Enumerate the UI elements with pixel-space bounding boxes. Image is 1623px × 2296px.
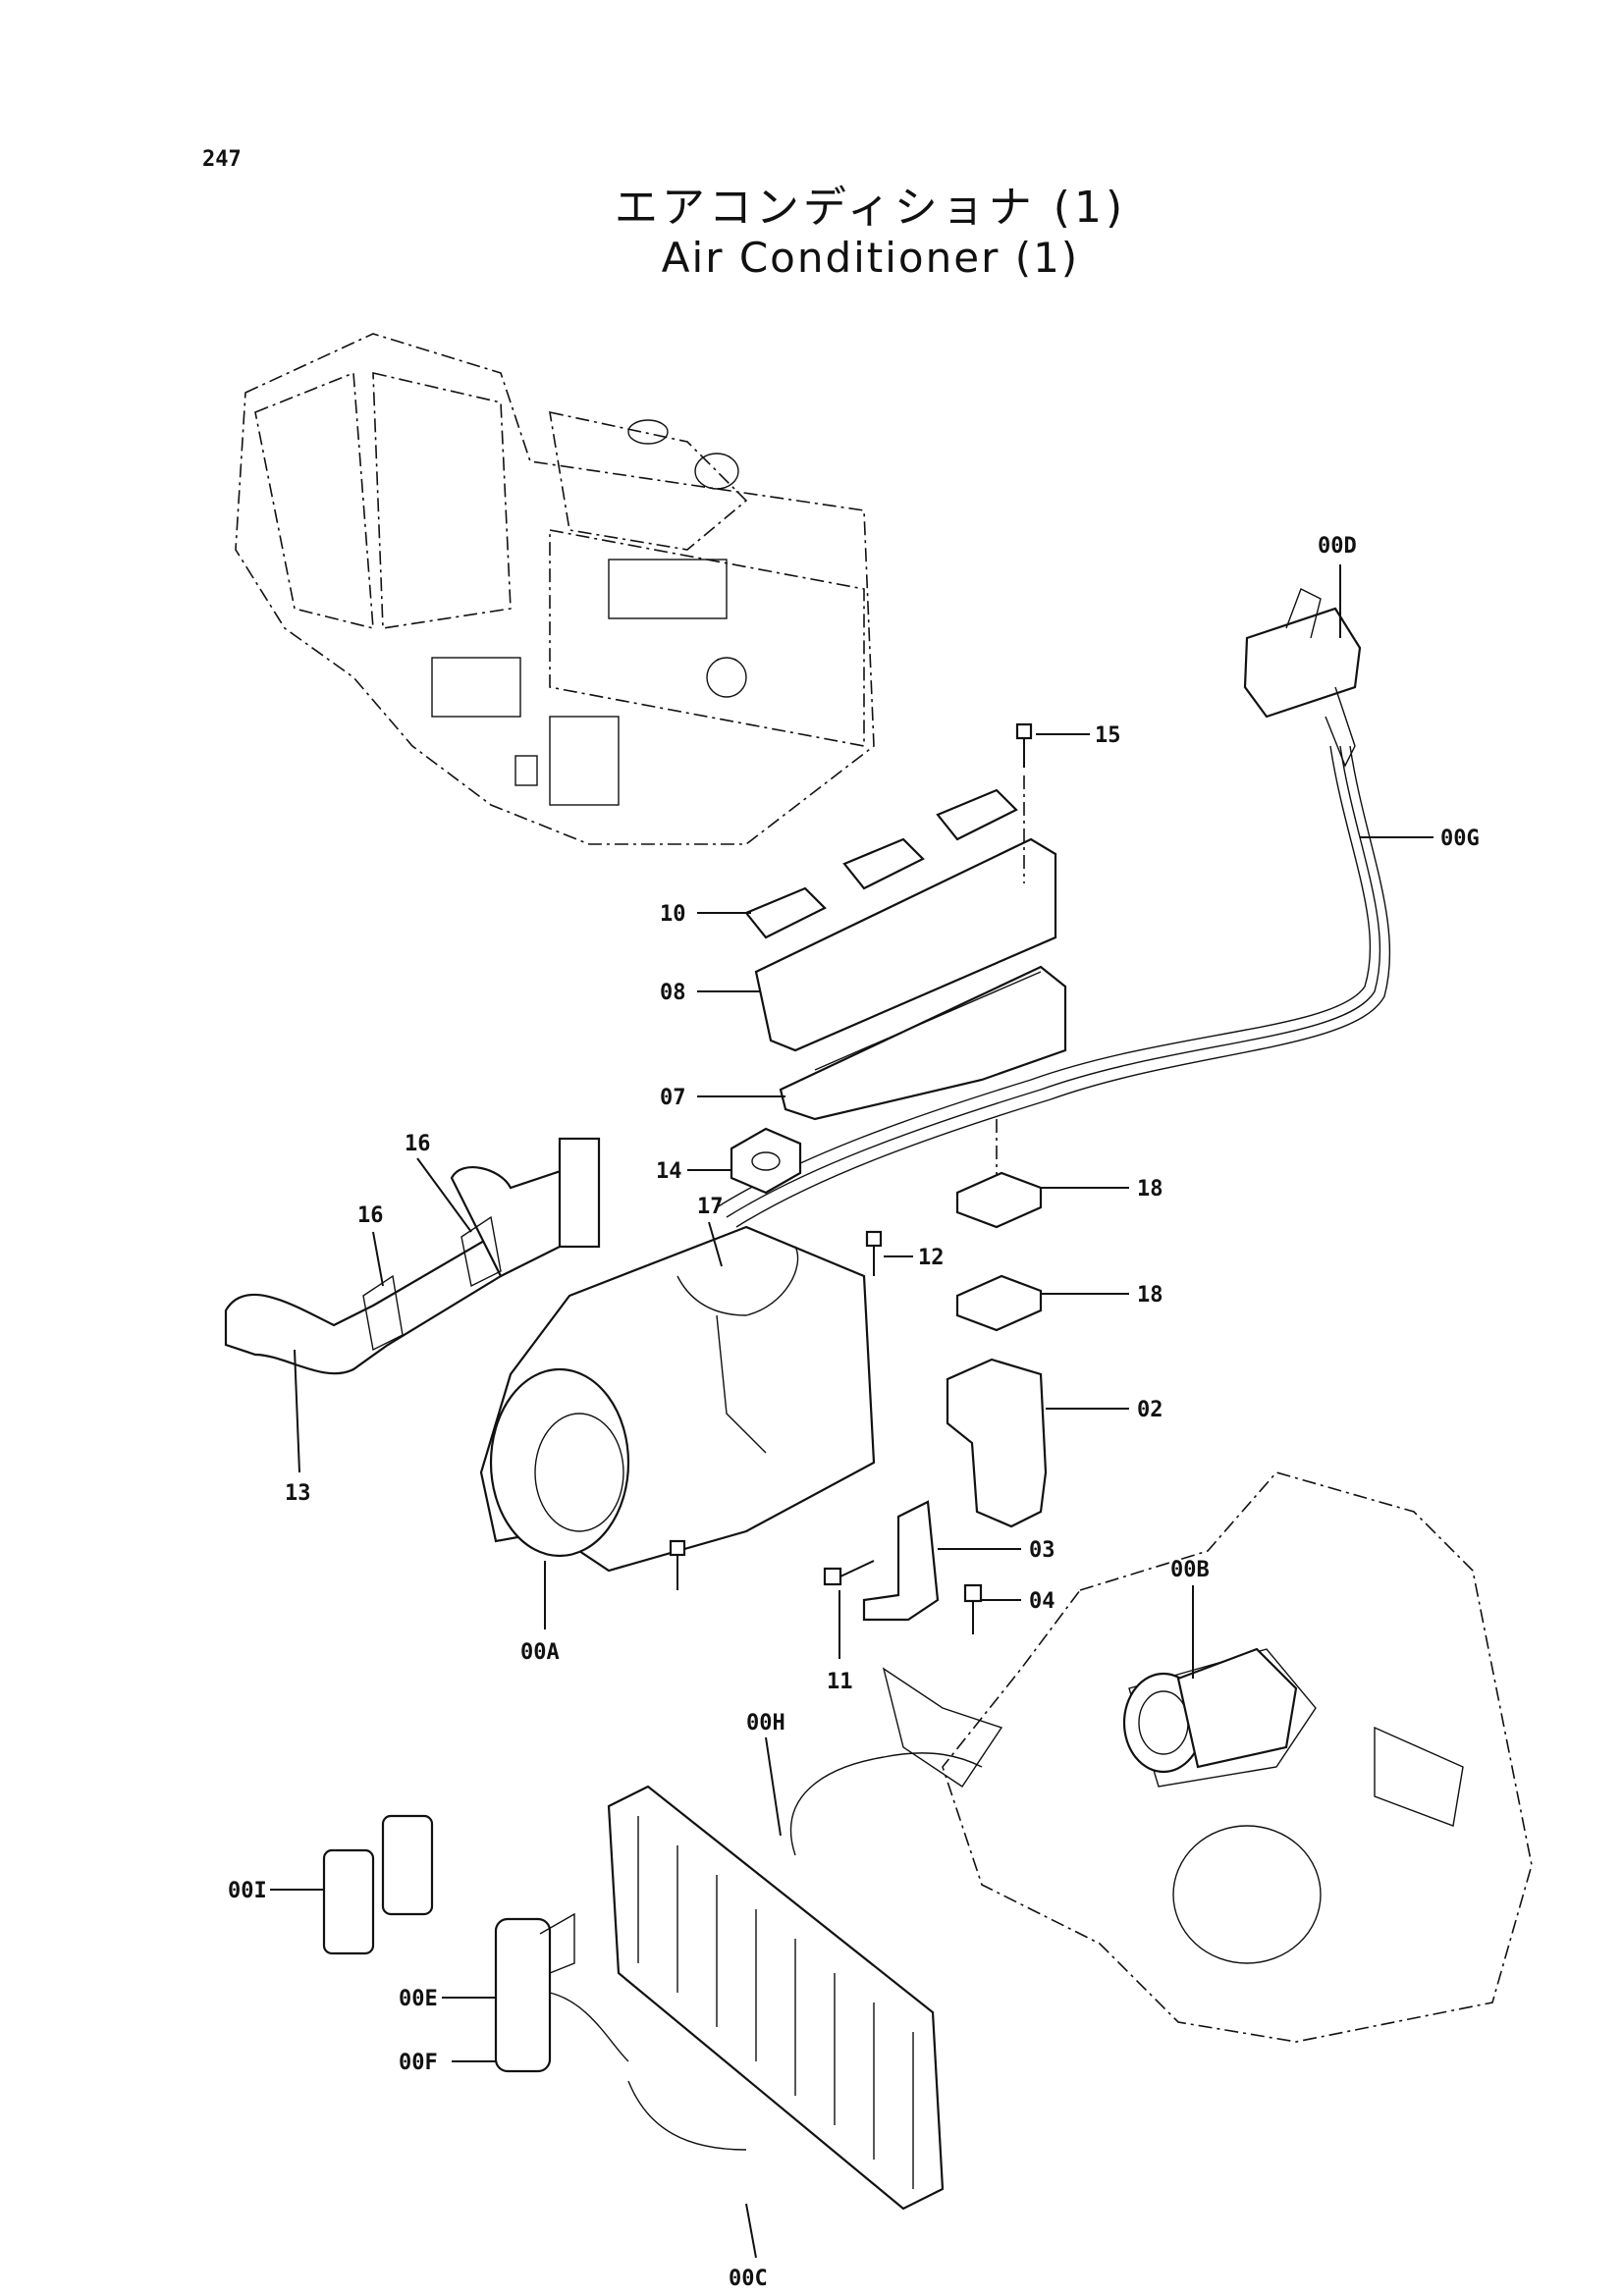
- label-00B: 00B: [1170, 1558, 1210, 1582]
- label-00D: 00D: [1318, 534, 1357, 559]
- duct-02: [946, 1358, 1048, 1528]
- bracket-03: [862, 1500, 940, 1622]
- switch-00D: [1243, 588, 1362, 768]
- hose-00H: [789, 1752, 983, 1856]
- label-17: 17: [697, 1195, 724, 1219]
- label-14: 14: [656, 1159, 682, 1184]
- leader-lines: [270, 564, 1434, 2259]
- label-00E: 00E: [399, 1987, 438, 2011]
- label-08: 08: [660, 981, 686, 1005]
- grommet-14: [730, 1127, 802, 1195]
- duct-13: [224, 1235, 503, 1375]
- label-00I: 00I: [228, 1879, 267, 1903]
- label-18-upper: 18: [1137, 1177, 1163, 1201]
- label-00H: 00H: [746, 1711, 785, 1735]
- bolt-00A: [669, 1539, 686, 1590]
- compressor-00B: [1122, 1647, 1298, 1774]
- label-04: 04: [1029, 1589, 1055, 1614]
- label-00A: 00A: [520, 1640, 560, 1665]
- label-15: 15: [1095, 723, 1121, 748]
- louvre-10: [744, 788, 1018, 939]
- part-labels: 00D 00G 15 10 08 07 14 16 16 17 12 18 18…: [228, 534, 1480, 2291]
- label-00G: 00G: [1440, 827, 1480, 851]
- condenser-00C: [607, 1785, 945, 2211]
- label-18-lower: 18: [1137, 1283, 1163, 1308]
- label-00F: 00F: [399, 2051, 438, 2075]
- label-12: 12: [918, 1246, 945, 1270]
- seal-18-upper: [955, 1171, 1043, 1229]
- bolt-11: [823, 1560, 875, 1586]
- label-00C: 00C: [729, 2267, 768, 2291]
- label-13: 13: [285, 1481, 311, 1506]
- cans-00I: [322, 1814, 434, 1955]
- seal-18-lower: [955, 1274, 1043, 1332]
- bolt-12: [865, 1230, 883, 1276]
- bolt-15: [1015, 722, 1033, 883]
- label-02: 02: [1137, 1398, 1163, 1422]
- duct-07: [779, 965, 1067, 1121]
- label-03: 03: [1029, 1538, 1055, 1563]
- duct-08: [754, 837, 1057, 1052]
- harness-00G: [726, 745, 1381, 1218]
- page-number: 247: [202, 147, 242, 172]
- machine-overview-drawing: [235, 333, 875, 845]
- condenser-fins: [637, 1816, 914, 2189]
- bolt-04: [963, 1583, 983, 1634]
- title-english: Air Conditioner (1): [661, 234, 1080, 282]
- label-07: 07: [660, 1086, 686, 1110]
- label-16-upper: 16: [405, 1132, 431, 1156]
- title-japanese: エアコンディショナ (1): [614, 183, 1127, 233]
- label-11: 11: [827, 1670, 853, 1694]
- label-16-left: 16: [357, 1203, 384, 1228]
- label-10: 10: [660, 902, 686, 927]
- receiver-00E: [494, 1912, 747, 2151]
